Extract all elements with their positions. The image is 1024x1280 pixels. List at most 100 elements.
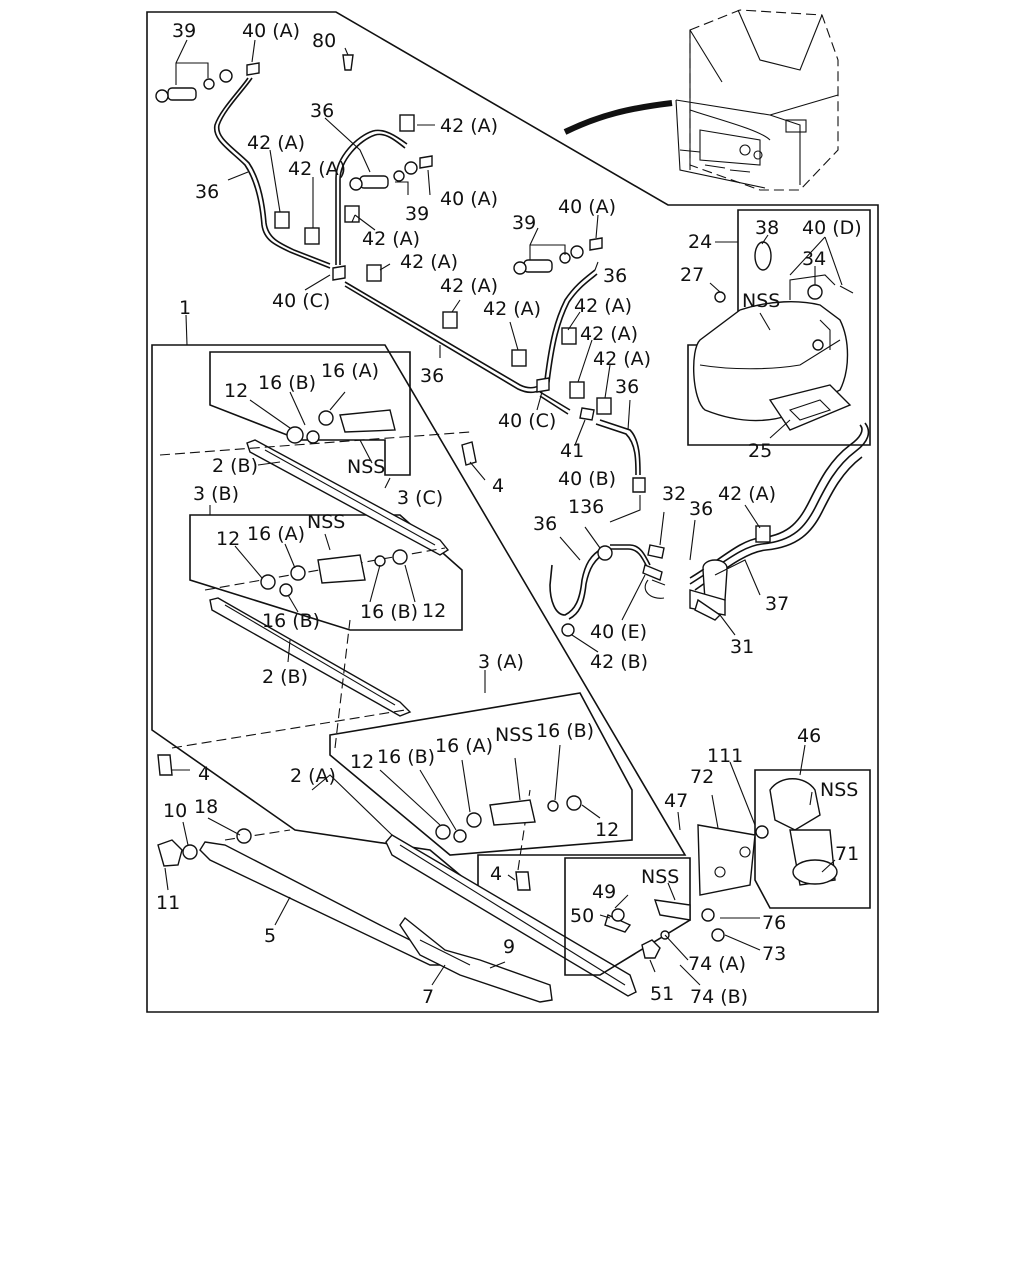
label-16b: 16 (B)	[377, 746, 435, 768]
label-40a: 40 (A)	[558, 196, 616, 218]
label-36: 36	[689, 498, 713, 520]
label-4: 4	[198, 763, 210, 785]
label-27: 27	[680, 264, 704, 286]
label-74b: 74 (B)	[690, 986, 748, 1008]
label-16b: 16 (B)	[536, 720, 594, 742]
label-11: 11	[156, 892, 180, 914]
label-42a: 42 (A)	[400, 251, 458, 273]
label-12: 12	[224, 380, 248, 402]
label-31: 31	[730, 636, 754, 658]
label-nss: NSS	[820, 779, 858, 801]
label-2a: 2 (A)	[290, 765, 336, 787]
label-16a: 16 (A)	[247, 523, 305, 545]
label-42a: 42 (A)	[440, 115, 498, 137]
label-136: 136	[568, 496, 604, 518]
motor-box	[754, 769, 871, 909]
label-16a: 16 (A)	[435, 735, 493, 757]
linkage-box-3b	[189, 514, 463, 631]
label-7: 7	[422, 986, 434, 1008]
label-3c: 3 (C)	[397, 487, 443, 509]
motor-mount-plate	[604, 824, 756, 959]
label-36: 36	[420, 365, 444, 387]
label-nss: NSS	[641, 866, 679, 888]
label-nss: NSS	[347, 456, 385, 478]
linkage-box-3c	[209, 351, 411, 476]
callout-labels: 39 40 (A) 80 36 42 (A) 42 (A) 42 (A) 36 …	[156, 20, 862, 1008]
label-42b: 42 (B)	[590, 651, 648, 673]
label-42a: 42 (A)	[440, 275, 498, 297]
label-2b: 2 (B)	[262, 666, 308, 688]
wiper-motor	[755, 778, 838, 886]
label-25: 25	[748, 440, 772, 462]
label-80: 80	[312, 30, 336, 52]
label-18: 18	[194, 796, 218, 818]
label-4: 4	[490, 863, 502, 885]
label-73: 73	[762, 943, 786, 965]
label-3b: 3 (B)	[193, 483, 239, 505]
washer-tank-box	[687, 209, 871, 446]
label-2b: 2 (B)	[212, 455, 258, 477]
label-12: 12	[422, 600, 446, 622]
label-9: 9	[503, 936, 515, 958]
label-4: 4	[492, 475, 504, 497]
label-39: 39	[512, 212, 536, 234]
label-34: 34	[802, 248, 826, 270]
label-12: 12	[595, 819, 619, 841]
label-nss: NSS	[742, 290, 780, 312]
label-nss: NSS	[495, 724, 533, 746]
label-49: 49	[592, 881, 616, 903]
leader-lines	[164, 39, 843, 986]
label-42a: 42 (A)	[574, 295, 632, 317]
label-40c: 40 (C)	[498, 410, 556, 432]
label-12: 12	[216, 528, 240, 550]
linkage-box-3a	[329, 692, 633, 856]
label-40a: 40 (A)	[242, 20, 300, 42]
label-36: 36	[615, 376, 639, 398]
truck-cab-illustration	[563, 9, 839, 191]
label-40c: 40 (C)	[272, 290, 330, 312]
label-5: 5	[264, 925, 276, 947]
label-40d: 40 (D)	[802, 217, 862, 239]
label-40a: 40 (A)	[440, 188, 498, 210]
main-frame	[146, 11, 879, 1013]
label-42a: 42 (A)	[288, 158, 346, 180]
label-36: 36	[603, 265, 627, 287]
label-46: 46	[797, 725, 821, 747]
label-24: 24	[688, 231, 712, 253]
label-40b: 40 (B)	[558, 468, 616, 490]
label-42a: 42 (A)	[362, 228, 420, 250]
label-16b: 16 (B)	[262, 610, 320, 632]
label-38: 38	[755, 217, 779, 239]
label-12: 12	[350, 751, 374, 773]
label-51: 51	[650, 983, 674, 1005]
label-42a: 42 (A)	[580, 323, 638, 345]
linkage-rods	[159, 431, 637, 997]
label-nss: NSS	[307, 511, 345, 533]
label-111: 111	[707, 745, 743, 767]
label-42a: 42 (A)	[718, 483, 776, 505]
label-16b: 16 (B)	[360, 601, 418, 623]
label-16a: 16 (A)	[321, 360, 379, 382]
label-42a: 42 (A)	[593, 348, 651, 370]
label-39: 39	[172, 20, 196, 42]
label-32: 32	[662, 483, 686, 505]
label-16b: 16 (B)	[258, 372, 316, 394]
label-36: 36	[195, 181, 219, 203]
label-42a: 42 (A)	[247, 132, 305, 154]
label-39: 39	[405, 203, 429, 225]
label-42a: 42 (A)	[483, 298, 541, 320]
label-47: 47	[664, 790, 688, 812]
label-50: 50	[570, 905, 594, 927]
label-72: 72	[690, 766, 714, 788]
label-71: 71	[835, 843, 859, 865]
label-1: 1	[179, 297, 191, 319]
label-74a: 74 (A)	[688, 953, 746, 975]
label-36: 36	[533, 513, 557, 535]
label-76: 76	[762, 912, 786, 934]
label-41: 41	[560, 440, 584, 462]
label-3a: 3 (A)	[478, 651, 524, 673]
label-10: 10	[163, 800, 187, 822]
small-parts	[155, 54, 824, 891]
label-36: 36	[310, 100, 334, 122]
